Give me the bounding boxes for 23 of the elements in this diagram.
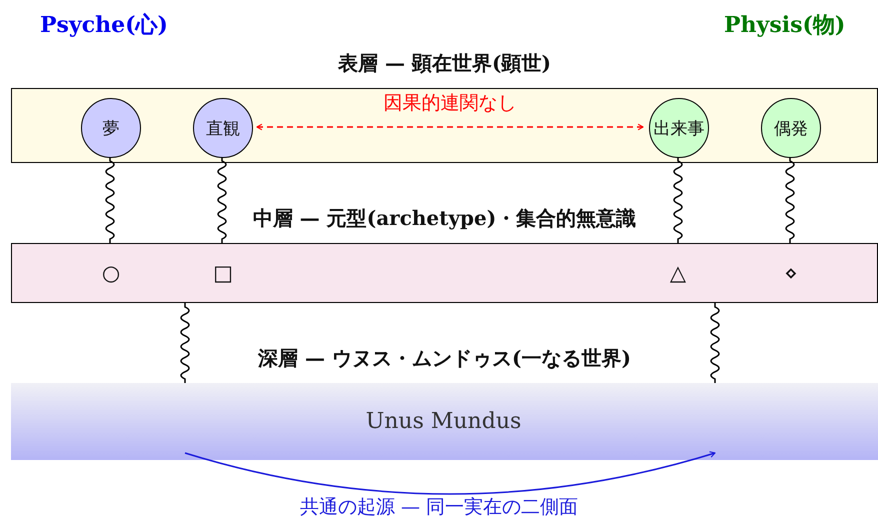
- layer-heading: 深層 — ウヌス・ムンドゥス(一なる世界): [256, 345, 632, 372]
- wavy-line: [105, 157, 115, 243]
- caption: 共通の起源 — 同一実在の二側面: [298, 495, 580, 520]
- circle-node: 直観: [193, 98, 253, 158]
- wavy-line: [785, 157, 795, 243]
- dashed-arrow: [256, 124, 644, 130]
- circle-node: 偶発: [761, 98, 821, 158]
- symbol: ⋄: [776, 242, 806, 302]
- wavy-line: [217, 157, 227, 243]
- circle-node: 出来事: [649, 98, 709, 158]
- symbol: △: [663, 242, 693, 302]
- layer-heading: 表層 — 顕在世界(顕世): [337, 50, 552, 77]
- circle-node: 夢: [81, 98, 141, 158]
- edge-label: 因果的連関なし: [382, 91, 518, 116]
- side-heading: Physis(物): [724, 11, 846, 40]
- wavy-line: [710, 303, 720, 383]
- wavy-line: [180, 303, 190, 383]
- wavy-line: [673, 157, 683, 243]
- layer-heading: 中層 — 元型(archetype)・集合的無意識: [252, 205, 638, 232]
- side-heading: Psyche(心): [40, 11, 168, 40]
- symbol: □: [208, 242, 238, 302]
- symbol: ○: [96, 242, 126, 302]
- band-label: Unus Mundus: [364, 408, 522, 436]
